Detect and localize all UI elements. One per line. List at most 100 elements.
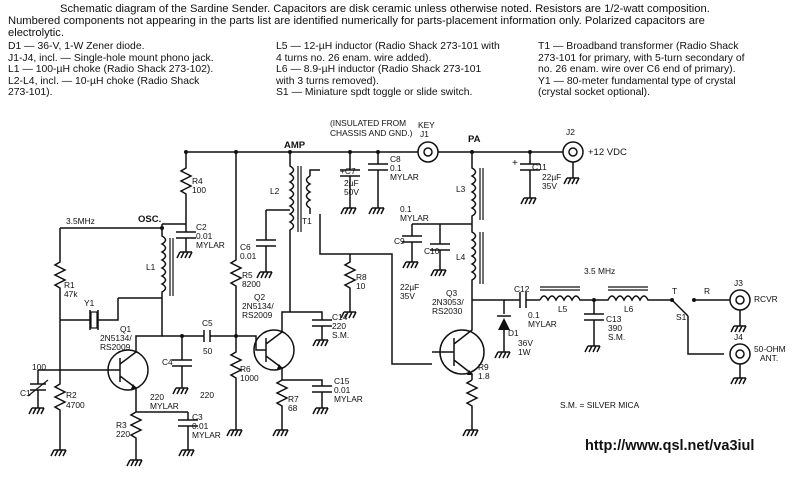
c7-ref: +C7: [340, 166, 356, 176]
c5-ref: C5: [202, 318, 213, 328]
t1-secondary: [305, 169, 320, 214]
s1-r-label: R: [704, 286, 710, 296]
l4: [470, 224, 477, 300]
j2-label: J2: [566, 127, 575, 137]
q3-ref: Q3: [446, 288, 458, 298]
c1-val: 100: [32, 362, 46, 372]
r5: [229, 152, 243, 336]
c3-ref: C3: [192, 412, 203, 422]
s1-ref: S1: [676, 312, 687, 322]
rcvr-label: RCVR: [754, 294, 778, 304]
r6-ref: R6: [240, 364, 251, 374]
c11-volt: 35V: [542, 181, 557, 191]
j3-rcvr-jack[interactable]: [729, 289, 751, 311]
c4-val: 220: [200, 390, 214, 400]
r6: [229, 336, 243, 430]
c15-val: 0.01: [334, 385, 351, 395]
j3-ref: J3: [734, 278, 743, 288]
c13: [584, 300, 604, 346]
c15-ref: C15: [334, 376, 350, 386]
c13-ref: C13: [606, 314, 622, 324]
ant-label-2: ANT.: [760, 353, 778, 363]
c3-type: MYLAR: [192, 430, 221, 440]
c5: [162, 330, 236, 342]
c10-volt: 35V: [400, 291, 415, 301]
l5-ref: L5: [558, 304, 568, 314]
c10-val: 22µF: [400, 282, 419, 292]
l2-ref: L2: [270, 186, 280, 196]
c11-ref: C11: [532, 162, 547, 172]
c11-val: 22µF: [542, 172, 561, 182]
c8-type: MYLAR: [390, 172, 419, 182]
c9: [402, 223, 472, 262]
part-l6-cont: with 3 turns removed).: [276, 75, 379, 87]
c4: [172, 336, 192, 388]
part-l6: L6 — 8.9-µH inductor (Radio Shack 273-10…: [276, 64, 482, 76]
c10: [430, 224, 450, 270]
r5-ref: R5: [242, 270, 253, 280]
l3-ref: L3: [456, 184, 466, 194]
part-t1-cont: 273-101 for primary, with 5-turn seconda…: [538, 52, 745, 64]
caption-line-3: electrolytic.: [8, 27, 64, 39]
key-label: KEY: [418, 120, 435, 130]
c7: [340, 152, 360, 208]
q3-alt: RS2030: [432, 306, 463, 316]
c11: [520, 152, 540, 198]
key-note-1: (INSULATED FROM: [330, 118, 406, 128]
c2-type: MYLAR: [196, 240, 225, 250]
q1-alt: RS2009: [100, 342, 131, 352]
s1-switch[interactable]: [671, 299, 730, 340]
c12-type: MYLAR: [528, 319, 557, 329]
q2-type: 2N5134/: [242, 301, 274, 311]
j4-antenna-jack[interactable]: [729, 343, 751, 365]
j2-power-jack[interactable]: [562, 141, 584, 163]
r4-ref: R4: [192, 176, 203, 186]
r3-val: 220: [116, 429, 130, 439]
c9-val: 0.1: [400, 204, 412, 214]
part-l1: L1 — 100-µH choke (Radio Shack 273-102).: [8, 64, 214, 76]
part-y1: Y1 — 80-meter fundamental type of crysta…: [538, 75, 736, 87]
source-url: http://www.qsl.net/va3iul: [585, 438, 755, 454]
parts-list-col-2: L5 — 12-µH inductor (Radio Shack 273-101…: [276, 41, 500, 99]
q1-type: 2N5134/: [100, 333, 132, 343]
c8-val: 0.1: [390, 163, 402, 173]
c9-ref: C9: [394, 236, 405, 246]
pa-label: PA: [468, 134, 481, 145]
c1: [30, 336, 61, 408]
c3b-type: MYLAR: [150, 401, 179, 411]
d1-watt: 1W: [518, 347, 531, 357]
ant-label-1: 50-OHM: [754, 344, 786, 354]
l1-ref: L1: [146, 262, 156, 272]
r7: [275, 370, 289, 430]
s1-t-label: T: [672, 286, 677, 296]
c15: [282, 379, 332, 408]
c8-ref: C8: [390, 154, 401, 164]
t1-ref: T1: [302, 216, 312, 226]
c13-type: S.M.: [608, 332, 625, 342]
r1-ref: R1: [64, 280, 75, 290]
r8-ref: R8: [356, 272, 367, 282]
r9: [465, 379, 479, 430]
c3-val: 0.01: [192, 421, 209, 431]
c4-ref: C4: [162, 357, 173, 367]
part-l5-cont: 4 turns no. 26 enam. wire added).: [276, 52, 432, 64]
key-note-2: CHASSIS AND GND.): [330, 128, 413, 138]
r9-val: 1.8: [478, 371, 490, 381]
y1-ref: Y1: [84, 298, 95, 308]
l5-l6-filter: [539, 295, 672, 302]
c12: [504, 292, 540, 308]
filter-freq-label: 3.5 MHz: [584, 266, 615, 276]
part-s1: S1 — Miniature spdt toggle or slide swit…: [276, 87, 473, 99]
c1-ref: C1: [20, 388, 31, 398]
part-d1: D1 — 36-V, 1-W Zener diode.: [8, 41, 145, 52]
part-l5: L5 — 12-µH inductor (Radio Shack 273-101…: [276, 41, 500, 52]
l4-ref: L4: [456, 252, 466, 262]
c2-ref: C2: [196, 222, 207, 232]
part-l2-l4-cont: 273-101).: [8, 87, 53, 99]
y1-crystal: [60, 297, 162, 330]
c14: [289, 260, 332, 340]
r9-ref: R9: [478, 362, 489, 372]
part-t1-cont2: no. 26 enam. wire over C6 end of primary…: [538, 64, 736, 76]
c14-val: 220: [332, 321, 346, 331]
